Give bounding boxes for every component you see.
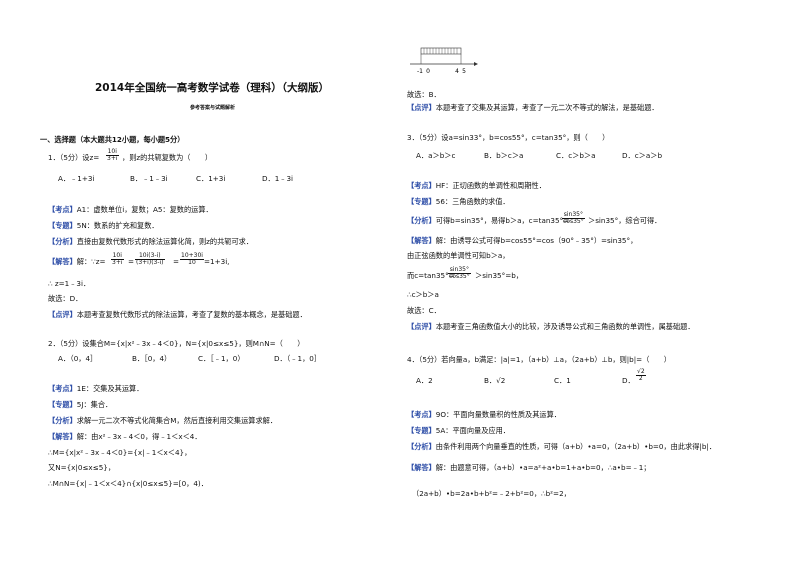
q3-jieda-fraction: sin35°cos35° <box>448 266 471 280</box>
q1-jieda-start: 【解答】解：∵z= <box>48 257 106 266</box>
number-line-box <box>420 47 462 55</box>
q4-option-b: B．√2 <box>484 376 506 385</box>
q4-option-d: D． <box>622 376 635 385</box>
q1-option-d: D．1﹣3i <box>262 174 294 183</box>
q2-jieda-3: 又N={x|0≤x≤5}， <box>48 463 116 472</box>
q3-dianping: 【点评】本题考查三角函数值大小的比较，涉及诱导公式和三角函数的单调性，属基础题． <box>407 322 695 331</box>
q2-answer: 故选：B． <box>407 90 441 99</box>
q3-stem: 3．（5分）设a=sin33°，b=cos55°，c=tan35°，则（ ） <box>407 133 610 142</box>
q3-jieda-2: 由正弦函数的单调性可知b＞a， <box>407 251 510 260</box>
q1-stem-end: ，则z的共轭复数为（ ） <box>122 153 213 162</box>
q1-dianping: 【点评】本题考查复数代数形式的除法运算，考查了复数的基本概念，是基础题． <box>48 310 307 319</box>
q2-option-c: C．［﹣1，0） <box>198 354 245 363</box>
q4-jieda-2: （2a+b）•b=2a•b+b²=﹣2+b²=0，∴b²=2， <box>412 489 571 498</box>
q3-option-a: A．a＞b＞c <box>416 151 456 160</box>
q2-zhuanti: 【专题】5J：集合． <box>48 400 113 409</box>
q4-zhuanti: 【专题】5A：平面向量及应用． <box>407 426 510 435</box>
q2-stem: 2．（5分）设集合M={x|x²﹣3x﹣4＜0}，N={x|0≤x≤5}，则M∩… <box>48 339 305 348</box>
number-line-label-1: -1 <box>417 68 423 75</box>
q2-jieda-4: ∴M∩N={x|﹣1＜x＜4}∩{x|0≤x≤5}=[0，4)． <box>48 479 208 488</box>
number-line-arrow <box>474 62 478 66</box>
q4-option-c: C．1 <box>554 376 571 385</box>
q1-answer: 故选：D． <box>48 294 83 303</box>
q2-dianping: 【点评】本题考查了交集及其运算，考查了一元二次不等式的解法，是基础题． <box>407 103 659 112</box>
number-line-hatch <box>423 48 458 54</box>
section-heading: 一、选择题（本大题共12小题，每小题5分） <box>40 135 185 144</box>
q3-fenxi-end: ＞sin35°，综合可得． <box>588 216 662 225</box>
q1-option-a: A．﹣1+3i <box>58 174 95 183</box>
q1-jieda-fraction-2: 10i(3-i)(3+i)(3-i) <box>135 252 165 266</box>
number-line-figure: -1 0 4 5 <box>410 47 478 75</box>
number-line-label-2: 0 <box>426 68 430 75</box>
q2-fenxi: 【分析】求解一元二次不等式化简集合M，然后直接利用交集运算求解． <box>48 416 278 425</box>
q3-answer: 故选：C． <box>407 306 441 315</box>
q3-jieda-4: ∴c＞b＞a <box>407 290 439 299</box>
q2-option-a: A．（0，4］ <box>58 354 98 363</box>
q3-jieda-3-end: ＞sin35°=b， <box>475 271 523 280</box>
q2-kaodian: 【考点】1E：交集及其运算． <box>48 384 144 393</box>
q3-jieda-1: 【解答】解：由诱导公式可得b=cos55°=cos（90°﹣35°）=sin35… <box>407 236 638 245</box>
q1-equals-2: = <box>173 257 180 266</box>
q1-jieda-result: =1+3i, <box>204 257 230 266</box>
q1-kaodian: 【考点】A1：虚数单位i，复数；A5：复数的运算． <box>48 205 213 214</box>
q2-jieda-2: ∴M={x|x²﹣3x﹣4＜0}={x|﹣1＜x＜4}， <box>48 448 192 457</box>
q3-fenxi-fraction: sin35°cos35° <box>562 211 585 225</box>
page-subtitle: 参考答案与试题解析 <box>190 105 236 111</box>
q3-kaodian: 【考点】HF：正切函数的单调性和周期性． <box>407 181 546 190</box>
q2-option-d: D．（﹣1，0］ <box>274 354 322 363</box>
q4-jieda-1: 【解答】解：由题意可得，（a+b）•a=a²+a•b=1+a•b=0，∴a•b=… <box>407 463 651 472</box>
q1-zhuanti: 【专题】5N：数系的扩充和复数． <box>48 221 159 230</box>
q3-zhuanti: 【专题】56：三角函数的求值． <box>407 197 510 206</box>
q3-option-c: C．c＞b＞a <box>556 151 596 160</box>
q4-option-a: A．2 <box>416 376 433 385</box>
q1-equals-1: = <box>128 257 135 266</box>
q3-option-d: D．c＞a＞b <box>622 151 663 160</box>
q2-option-b: B．［0，4） <box>132 354 172 363</box>
q4-stem: 4．（5分）若向量a，b满足：|a|=1，（a+b）⊥a，（2a+b）⊥b，则|… <box>407 355 671 364</box>
q4-kaodian: 【考点】9O：平面向量数量积的性质及其运算． <box>407 410 561 419</box>
q1-conjugate: ∴ z=1﹣3i． <box>48 279 91 288</box>
q1-fenxi: 【分析】直接由复数代数形式的除法运算化简，则z的共轭可求． <box>48 237 254 246</box>
q1-stem-start: 1．（5分）设z= <box>48 153 100 162</box>
q3-jieda-3-start: 而c=tan35°= <box>407 271 455 280</box>
q3-fenxi-start: 【分析】可得b=sin35°，易得b＞a，c=tan35°= <box>407 216 570 225</box>
number-line-label-3: 4 <box>455 68 459 75</box>
q4-fenxi: 【分析】由条件利用两个向量垂直的性质，可得（a+b）•a=0，（2a+b）•b=… <box>407 442 717 451</box>
q3-option-b: B．b＞c＞a <box>484 151 524 160</box>
page-title: 2014年全国统一高考数学试卷（理科）（大纲版） <box>95 82 329 94</box>
q1-option-c: C．1+3i <box>196 174 226 183</box>
q2-jieda-1: 【解答】解：由x²﹣3x﹣4＜0，得﹣1＜x＜4． <box>48 432 202 441</box>
number-line-label-4: 5 <box>462 68 466 75</box>
q1-option-b: B．﹣1﹣3i <box>130 174 168 183</box>
